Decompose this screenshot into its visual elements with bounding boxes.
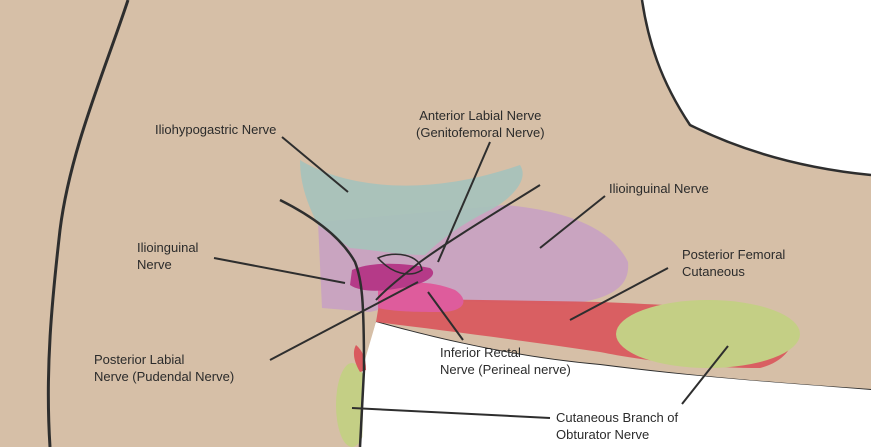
leader-posterior-femoral — [569, 267, 669, 321]
labial-fold — [376, 253, 423, 275]
label-posterior-femoral-cutaneous: Posterior Femoral Cutaneous — [682, 247, 786, 279]
leader-ilioinguinal-right — [539, 195, 606, 249]
label-ilioinguinal-nerve-right: Ilioinguinal Nerve — [609, 181, 709, 196]
label-obturator-cutaneous-branch: Cutaneous Branch of Obturator Nerve — [556, 410, 679, 442]
leader-posterior-labial — [269, 281, 419, 361]
leader-obturator-medial — [351, 407, 551, 419]
leader-inferior-rectal — [427, 291, 464, 341]
label-iliohypogastric-nerve: Iliohypogastric Nerve — [155, 122, 277, 137]
leader-anterior-labial — [437, 141, 491, 263]
hip-outline — [640, 0, 871, 177]
labial-outline — [279, 198, 366, 447]
label-posterior-labial-nerve: Posterior Labial Nerve (Pudendal Nerve) — [94, 352, 235, 384]
label-anterior-labial-nerve: Anterior Labial Nerve (Genitofemoral Ner… — [416, 108, 545, 140]
inferior-rectal-region — [378, 282, 464, 312]
iliohypogastric-region — [300, 160, 523, 255]
label-inferior-rectal-nerve: Inferior Rectal Nerve (Perineal nerve) — [440, 345, 571, 377]
obturator-region-thigh — [616, 300, 800, 368]
thigh-outline — [46, 0, 130, 447]
labial-outline-2 — [375, 184, 541, 301]
leader-ilioinguinal-left — [213, 257, 346, 284]
label-ilioinguinal-nerve-left: Ilioinguinal Nerve — [137, 240, 199, 272]
leader-iliohypogastric — [281, 136, 349, 193]
leader-obturator-thigh — [681, 345, 729, 405]
